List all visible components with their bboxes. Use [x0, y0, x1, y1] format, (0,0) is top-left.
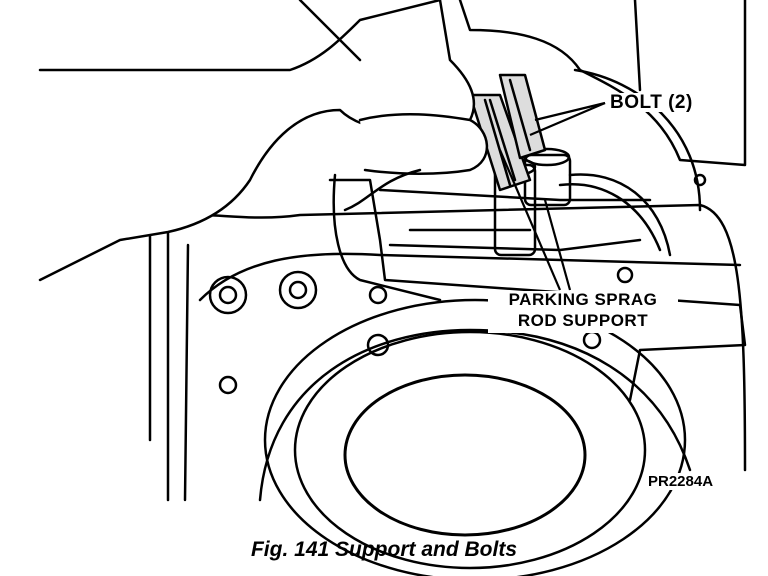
- flange-bolt-1: [208, 275, 248, 315]
- leader-sprag: [498, 149, 562, 291]
- figure-code: PR2284A: [646, 473, 716, 490]
- bolt-2: [498, 73, 547, 160]
- bolt-1: [468, 93, 532, 192]
- label-sprag-line1: PARKING SPRAG: [508, 290, 658, 309]
- label-parking-sprag-rod-support: PARKING SPRAG ROD SUPPORT: [488, 291, 678, 333]
- housing-left-edge: [148, 227, 170, 442]
- leader-sprag-b: [543, 199, 572, 291]
- ring-outer: [263, 298, 687, 576]
- leader-bolt-a: [534, 101, 606, 122]
- leader-bolt-b: [529, 101, 606, 137]
- flange-bolt-2: [278, 270, 318, 310]
- ring-inner: [343, 373, 587, 537]
- label-bolt: BOLT (2): [610, 92, 693, 113]
- label-sprag-line2: ROD SUPPORT: [517, 311, 649, 330]
- ring-middle: [293, 330, 647, 570]
- figure-caption: Fig. 141 Support and Bolts: [250, 538, 518, 561]
